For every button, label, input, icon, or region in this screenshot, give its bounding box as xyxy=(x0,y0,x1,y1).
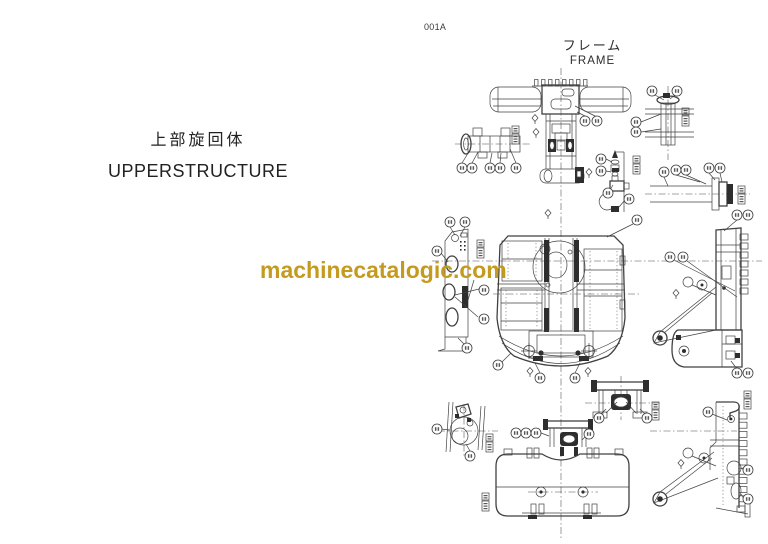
watermark: machinecatalogic.com xyxy=(260,257,507,283)
orientation-marks xyxy=(526,113,685,469)
part-callout xyxy=(431,245,443,257)
swing-detail-drawing xyxy=(440,401,486,453)
diagram-title-jp: フレーム xyxy=(562,38,623,53)
part-callout xyxy=(579,115,591,127)
part-callout xyxy=(677,251,689,263)
part-callout xyxy=(703,162,715,174)
section-title: 上部旋回体 UPPERSTRUCTURE xyxy=(58,126,338,182)
part-size-label xyxy=(481,492,490,512)
part-callout xyxy=(520,427,532,439)
part-size-label xyxy=(476,239,485,259)
part-callout xyxy=(641,412,653,424)
part-callout xyxy=(623,193,635,205)
part-callout xyxy=(742,464,754,476)
doc-code: 001A xyxy=(424,22,447,32)
part-callout xyxy=(484,162,496,174)
section-title-en: UPPERSTRUCTURE xyxy=(107,161,288,181)
plan-view-drawing xyxy=(496,223,634,374)
part-callout xyxy=(731,209,743,221)
part-callout xyxy=(714,162,726,174)
part-callout xyxy=(742,367,754,379)
part-callout xyxy=(461,342,473,354)
pin-assembly-drawing xyxy=(640,93,694,146)
part-callout xyxy=(530,427,542,439)
diagram-title: フレーム FRAME xyxy=(545,35,640,67)
part-callouts xyxy=(431,85,754,505)
part-callout xyxy=(464,450,476,462)
part-callout xyxy=(494,162,506,174)
centerlines xyxy=(432,68,762,538)
part-callout xyxy=(478,313,490,325)
section-title-jp: 上部旋回体 xyxy=(150,132,246,149)
part-callout xyxy=(680,164,692,176)
part-callout xyxy=(466,162,478,174)
part-callout xyxy=(742,493,754,505)
crossbeam-column-assembly-drawing xyxy=(489,79,632,184)
part-callout xyxy=(742,209,754,221)
part-callout xyxy=(702,406,714,418)
part-callout xyxy=(510,162,522,174)
shaft-flange-drawing xyxy=(650,172,733,211)
right-side-view-drawing xyxy=(652,219,749,370)
part-callout xyxy=(631,214,643,226)
part-callout xyxy=(630,126,642,138)
bracket-a-drawing xyxy=(591,380,649,419)
part-callout xyxy=(431,423,443,435)
part-size-label xyxy=(743,390,752,410)
part-callout xyxy=(510,427,522,439)
diagram-title-en: FRAME xyxy=(569,55,616,67)
part-callout xyxy=(595,165,607,177)
part-callout xyxy=(602,187,614,199)
part-callout xyxy=(658,166,670,178)
part-callout xyxy=(444,216,456,228)
part-callout xyxy=(646,85,658,97)
bottom-right-side-view-drawing xyxy=(652,401,751,518)
part-size-label xyxy=(681,107,690,127)
part-callout xyxy=(630,116,642,128)
part-callout xyxy=(583,428,595,440)
part-size-labels xyxy=(476,107,752,512)
part-size-label xyxy=(651,401,660,421)
part-callout xyxy=(456,162,468,174)
part-size-label xyxy=(632,155,641,175)
part-size-label xyxy=(511,125,520,145)
part-callout xyxy=(534,372,546,384)
part-callout xyxy=(595,153,607,165)
roller-part-drawing xyxy=(460,127,521,164)
part-size-label xyxy=(737,185,746,205)
bolt-cross-symbols xyxy=(521,343,597,359)
part-callout xyxy=(671,85,683,97)
part-callout xyxy=(569,372,581,384)
part-callout xyxy=(670,164,682,176)
part-callout xyxy=(492,359,504,371)
part-callout xyxy=(731,367,743,379)
part-callout xyxy=(593,412,605,424)
part-size-label xyxy=(485,433,494,453)
left-side-view-drawing xyxy=(437,226,480,352)
part-callout xyxy=(591,115,603,127)
part-callout xyxy=(459,216,471,228)
part-callout xyxy=(664,251,676,263)
part-callout xyxy=(478,284,490,296)
front-view-drawing xyxy=(495,447,630,519)
